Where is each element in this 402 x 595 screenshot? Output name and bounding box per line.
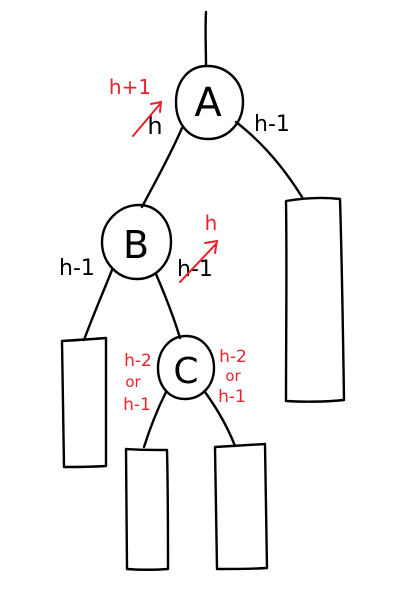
edge-a-b <box>140 126 184 209</box>
strike-b-right-old <box>179 243 217 283</box>
c-right-label-line3: h-1 <box>218 387 246 407</box>
subtree-a-right <box>284 196 346 403</box>
edge-a-right-subtree <box>234 120 304 199</box>
edge-label-a-left-new: h+1 <box>109 75 151 99</box>
edge-c-left-subtree <box>142 390 168 449</box>
edge-label-b-left: h-1 <box>59 256 95 281</box>
node-b-label: B <box>123 223 149 267</box>
edge-label-b-right-new: h <box>205 211 218 235</box>
node-c-circle <box>156 334 216 401</box>
c-left-label-line3: h-1 <box>123 395 151 415</box>
subtree-c-left <box>124 447 170 571</box>
edge-label-a-right: h-1 <box>254 112 290 137</box>
strike-a-left-old <box>132 103 161 137</box>
c-right-label-line1: h-2 <box>219 347 247 367</box>
node-c-label: C <box>173 351 198 392</box>
c-left-label-line1: h-2 <box>124 351 152 371</box>
arrow-head-a-left <box>150 100 163 113</box>
c-right-label-line2: or <box>225 367 241 385</box>
subtree-c-right <box>213 442 269 571</box>
subtree-b-left <box>60 336 108 469</box>
node-a-label: A <box>194 80 222 126</box>
node-b-circle <box>100 203 173 281</box>
edge-b-left-subtree <box>82 268 114 342</box>
arrow-head-b-right <box>204 239 219 254</box>
c-left-label-line2: or <box>125 373 141 391</box>
node-a-circle <box>174 64 245 141</box>
edge-c-right-subtree <box>203 390 237 448</box>
edge-label-a-left-old: h <box>147 112 162 140</box>
edge-b-c <box>154 272 182 340</box>
